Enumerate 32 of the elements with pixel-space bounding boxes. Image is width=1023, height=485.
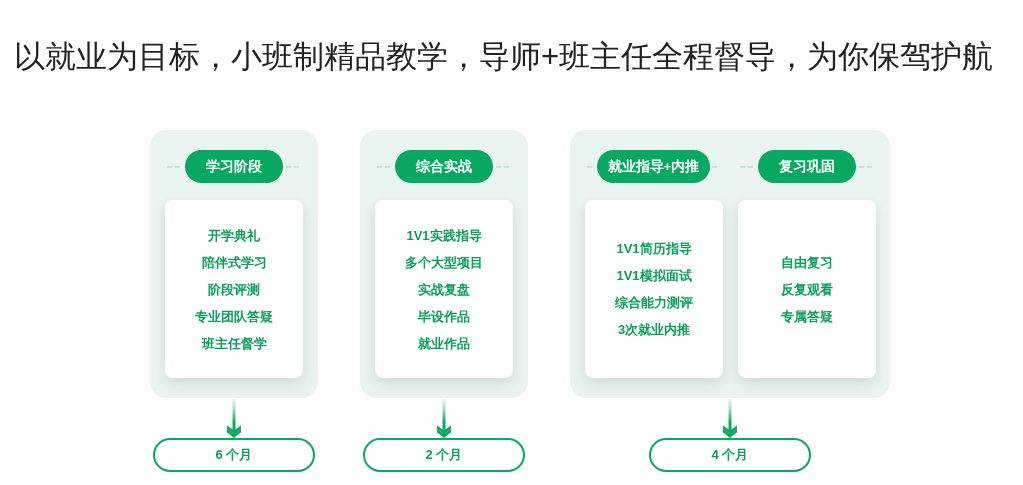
list-item: 陪伴式学习 xyxy=(201,253,267,271)
content-card xyxy=(585,200,723,378)
stage-panel xyxy=(360,130,528,398)
list-item: 阶段评测 xyxy=(208,280,260,298)
list-item: 班主任督学 xyxy=(201,334,267,352)
phase-pill: 复习巩固 xyxy=(758,150,856,183)
phase-pill: 学习阶段 xyxy=(185,150,283,183)
list-item: 专业团队答疑 xyxy=(195,307,273,325)
list-item: 反复观看 xyxy=(781,280,833,298)
content-card xyxy=(165,200,303,378)
phase-pill: 综合实战 xyxy=(395,150,493,183)
duration-pill: 6 个月 xyxy=(153,438,315,472)
phase-pill: 就业指导+内推 xyxy=(597,150,710,183)
list-item: 毕设作品 xyxy=(418,307,470,325)
list-item: 多个大型项目 xyxy=(405,253,483,271)
list-item: 综合能力测评 xyxy=(615,294,693,311)
stage-panel xyxy=(150,130,318,398)
list-item: 专属答疑 xyxy=(781,307,833,325)
list-item: 1V1简历指导 xyxy=(616,240,692,257)
content-card xyxy=(738,200,876,378)
duration-pill: 2 个月 xyxy=(363,438,525,472)
list-item: 自由复习 xyxy=(781,253,833,271)
content-card xyxy=(375,200,513,378)
heading: 以就业为目标，小班制精品教学，导师+班主任全程督导，为你保驾护航 xyxy=(14,38,994,76)
list-item: 实战复盘 xyxy=(418,280,470,298)
list-item: 3次就业内推 xyxy=(617,321,691,338)
list-item: 开学典礼 xyxy=(208,226,260,244)
stage-panel xyxy=(570,130,890,398)
duration-pill: 4 个月 xyxy=(649,438,811,472)
list-item: 1V1模拟面试 xyxy=(616,267,692,284)
list-item: 就业作品 xyxy=(418,334,470,352)
list-item: 1V1实践指导 xyxy=(406,226,482,244)
